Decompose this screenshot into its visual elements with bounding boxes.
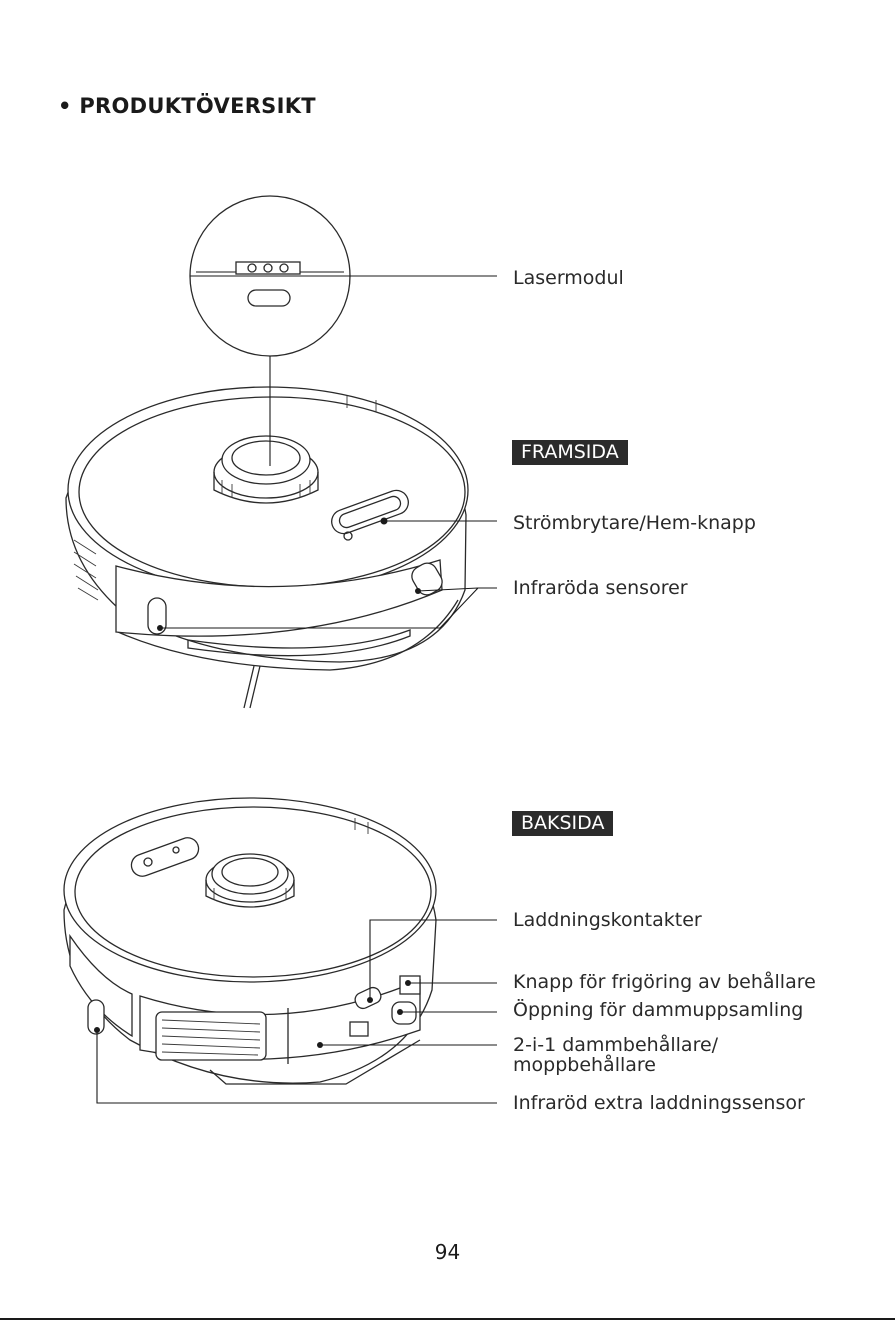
- label-dust-collection-opening: Öppning för dammuppsamling: [513, 1000, 803, 1020]
- label-power-home-button: Strömbrytare/Hem-knapp: [513, 513, 756, 533]
- label-infrared-sensors: Infraröda sensorer: [513, 578, 688, 598]
- label-ir-charging-sensor: Infraröd extra laddningssensor: [513, 1093, 805, 1113]
- section-tag-back: BAKSIDA: [512, 811, 613, 836]
- robot-back-illustration: [64, 798, 436, 1084]
- label-laser-module: Lasermodul: [513, 268, 624, 288]
- section-tag-front: FRAMSIDA: [512, 440, 628, 465]
- label-bin-release-button: Knapp för frigöring av behållare: [513, 972, 816, 992]
- bottom-rule: [0, 1318, 895, 1320]
- page-number: 94: [0, 1240, 895, 1264]
- robot-front-illustration: [66, 196, 468, 708]
- label-charging-contacts: Laddningskontakter: [513, 910, 702, 930]
- label-dust-bin-line2: moppbehållare: [513, 1055, 656, 1075]
- label-dust-bin-line1: 2-i-1 dammbehållare/: [513, 1035, 718, 1055]
